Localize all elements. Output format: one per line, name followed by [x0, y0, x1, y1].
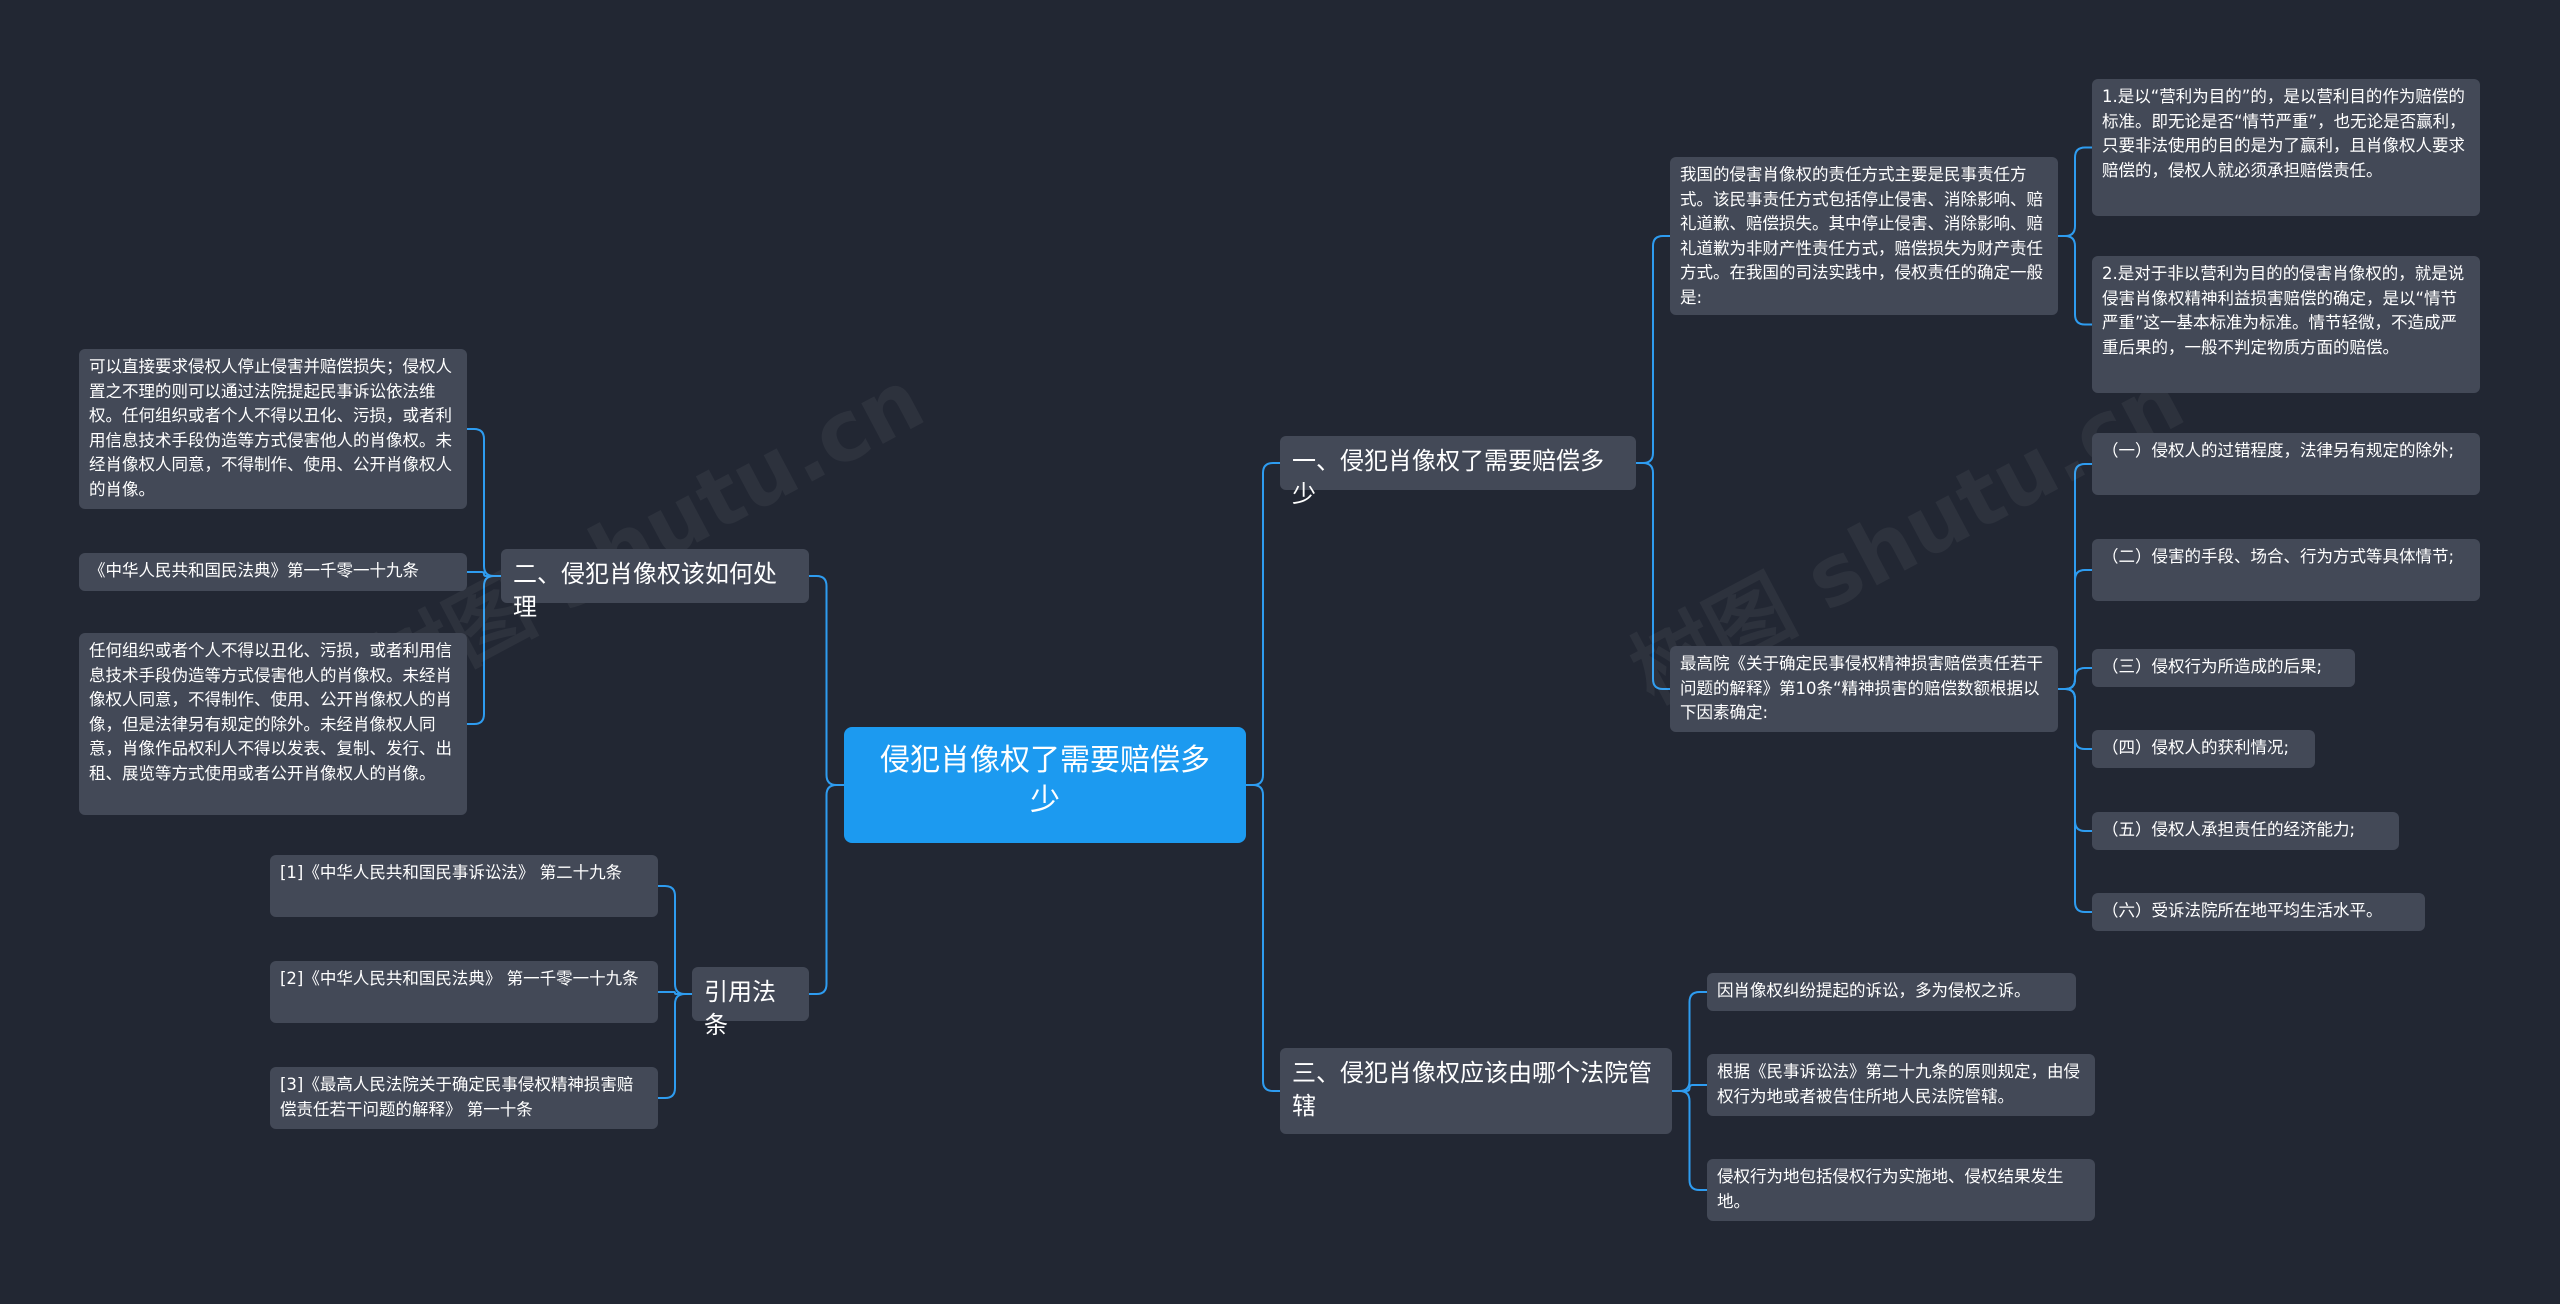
liability-rule-item[interactable]: 2.是对于非以营利为目的的侵害肖像权的，就是说侵害肖像权精神利益损害赔偿的确定，… [2092, 256, 2480, 393]
connector-line [2058, 146, 2092, 237]
damage-factor-item[interactable]: （三）侵权行为所造成的后果; [2092, 649, 2355, 687]
connector-line [2058, 667, 2092, 690]
liability-method-note[interactable]: 我国的侵害肖像权的责任方式主要是民事责任方式。该民事责任方式包括停止侵害、消除影… [1670, 157, 2058, 315]
branch-compensation[interactable]: 一、侵犯肖像权了需要赔偿多少 [1280, 436, 1636, 508]
damage-factor-item[interactable]: （四）侵权人的获利情况; [2092, 730, 2315, 768]
handling-item[interactable]: 可以直接要求侵权人停止侵害并赔偿损失；侵权人置之不理的则可以通过法院提起民事诉讼… [79, 349, 467, 509]
connector-line [2058, 235, 2092, 326]
connector-line [1672, 991, 1707, 1092]
connector-line [809, 575, 844, 786]
connector-line [1636, 235, 1670, 464]
jurisdiction-item[interactable]: 侵权行为地包括侵权行为实施地、侵权结果发生地。 [1707, 1159, 2095, 1221]
cited-law-item[interactable]: [3]《最高人民法院关于确定民事侵权精神损害赔偿责任若干问题的解释》 第一十条 [270, 1067, 658, 1129]
damage-factor-item[interactable]: （五）侵权人承担责任的经济能力; [2092, 812, 2399, 850]
connector-line [1672, 1090, 1707, 1191]
connector-line [467, 428, 501, 577]
connector-line [2058, 688, 2092, 913]
connector-line [658, 885, 692, 995]
connector-line [2058, 569, 2092, 690]
spc-interpretation-note[interactable]: 最高院《关于确定民事侵权精神损害赔偿责任若干问题的解释》第10条“精神损害的赔偿… [1670, 646, 2058, 732]
jurisdiction-item[interactable]: 根据《民事诉讼法》第二十九条的原则规定，由侵权行为地或者被告住所地人民法院管辖。 [1707, 1054, 2095, 1116]
jurisdiction-item[interactable]: 因肖像权纠纷提起的诉讼，多为侵权之诉。 [1707, 973, 2076, 1011]
cited-law-item[interactable]: [1]《中华人民共和国民事诉讼法》 第二十九条 [270, 855, 658, 917]
handling-item[interactable]: 《中华人民共和国民法典》第一千零一十九条 [79, 553, 467, 591]
root-topic[interactable]: 侵犯肖像权了需要赔偿多少 [844, 727, 1246, 843]
connector-line [1246, 784, 1280, 1092]
damage-factor-item[interactable]: （二）侵害的手段、场合、行为方式等具体情节; [2092, 539, 2480, 601]
damage-factor-item[interactable]: （六）受诉法院所在地平均生活水平。 [2092, 893, 2425, 931]
connector-line [467, 571, 501, 577]
liability-rule-item[interactable]: 1.是以“营利为目的”的，是以营利目的作为赔偿的标准。即无论是否“情节严重”，也… [2092, 79, 2480, 216]
connector-line [1636, 462, 1670, 690]
branch-handling[interactable]: 二、侵犯肖像权该如何处理 [501, 549, 809, 621]
branch-cited-laws[interactable]: 引用法条 [692, 967, 809, 1039]
handling-item[interactable]: 任何组织或者个人不得以丑化、污损，或者利用信息技术手段伪造等方式侵害他人的肖像权… [79, 633, 467, 815]
cited-law-item[interactable]: [2]《中华人民共和国民法典》 第一千零一十九条 [270, 961, 658, 1023]
connector-line [1672, 1084, 1707, 1092]
connector-line [658, 993, 692, 1099]
connector-line [1246, 462, 1280, 786]
damage-factor-item[interactable]: （一）侵权人的过错程度，法律另有规定的除外; [2092, 433, 2480, 495]
connector-line [467, 575, 501, 725]
connector-line [658, 991, 692, 995]
connector-line [809, 784, 844, 995]
branch-jurisdiction[interactable]: 三、侵犯肖像权应该由哪个法院管辖 [1280, 1048, 1672, 1134]
